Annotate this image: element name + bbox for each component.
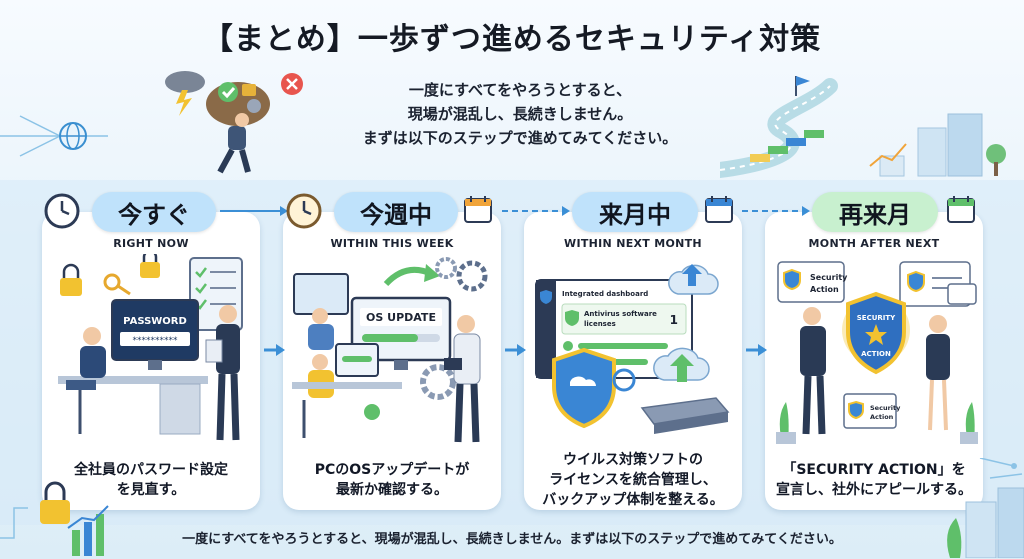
- arrow-step-2-to-3: [502, 206, 570, 216]
- step-sublabel-right-now: RIGHT NOW: [113, 237, 189, 250]
- password-mask: **********: [133, 336, 179, 346]
- badge-text-line1: Security: [810, 273, 848, 282]
- network-globe-icon: [0, 115, 108, 157]
- step-sublabel-this-week: WITHIN THIS WEEK: [330, 237, 454, 250]
- password-review-illustration: PASSWORD **********: [58, 254, 243, 441]
- progress-road-illustration: [720, 76, 1006, 178]
- page-title: 【まとめ】一歩ずつ進めるセキュリティ対策: [202, 22, 822, 57]
- arrow-card-3-to-4: [746, 344, 767, 356]
- dashboard-count: 1: [670, 313, 678, 327]
- medal-text-line1: SECURITY: [857, 314, 896, 322]
- clock-icon: [286, 193, 322, 229]
- step-label-this-week: 今週中: [334, 192, 458, 232]
- sign-text-line1: Security: [870, 404, 901, 412]
- security-action-medal: SECURITY ACTION: [842, 291, 910, 375]
- arrow-card-1-to-2: [264, 344, 285, 356]
- footer-note: 一度にすべてをやろうとすると、現場が混乱し、長続きしません。まずは以下のステップ…: [182, 532, 842, 547]
- dashboard-title: Integrated dashboard: [562, 290, 648, 298]
- arrow-card-2-to-3: [505, 344, 526, 356]
- overloaded-worker-illustration: [165, 71, 303, 174]
- step-desc-month-after-next: 「SECURITY ACTION」を 宣言し、社外にアピールする。: [776, 462, 972, 498]
- dashboard-item-line1: Antivirus software: [584, 310, 657, 318]
- os-update-illustration: OS UPDATE: [292, 257, 488, 443]
- step-desc-next-month: ウイルス対策ソフトの ライセンスを統合管理し、 バックアップ体制を整える。: [542, 452, 724, 508]
- step-label-next-month: 来月中: [572, 192, 698, 232]
- step-desc-right-now: 全社員のパスワード設定 を見直す。: [74, 462, 228, 498]
- calendar-icon: [705, 196, 733, 223]
- badge-text-line2: Action: [810, 285, 839, 294]
- dashboard-item-line2: licenses: [584, 320, 616, 328]
- lock-chart-decoration: [0, 481, 109, 556]
- antivirus-backup-illustration: Integrated dashboard Antivirus software …: [535, 264, 730, 434]
- security-action-illustration: Security Action SECURITY ACTION Security…: [776, 261, 978, 444]
- step-label-month-after-next: 再来月: [812, 192, 938, 232]
- calendar-icon: [464, 196, 492, 223]
- step-desc-this-week: PCのOSアップデートが 最新か確認する。: [314, 462, 470, 498]
- step-label-right-now: 今すぐ: [92, 192, 216, 232]
- arrow-step-1-to-2: [220, 206, 288, 216]
- intro-text: 一度にすべてをやろうとすると、 現場が混乱し、長続きしません。 まずは以下のステ…: [362, 81, 678, 147]
- step-sublabel-next-month: WITHIN NEXT MONTH: [564, 237, 702, 250]
- os-update-screen-label: OS UPDATE: [366, 311, 436, 324]
- password-screen-label: PASSWORD: [123, 316, 187, 327]
- medal-text-line2: ACTION: [861, 350, 891, 358]
- sign-text-line2: Action: [870, 413, 894, 421]
- arrow-step-3-to-4: [742, 206, 810, 216]
- step-sublabel-month-after-next: MONTH AFTER NEXT: [808, 237, 940, 250]
- calendar-icon: [947, 196, 975, 223]
- city-buildings-decoration: [947, 458, 1024, 558]
- clock-icon: [44, 193, 80, 229]
